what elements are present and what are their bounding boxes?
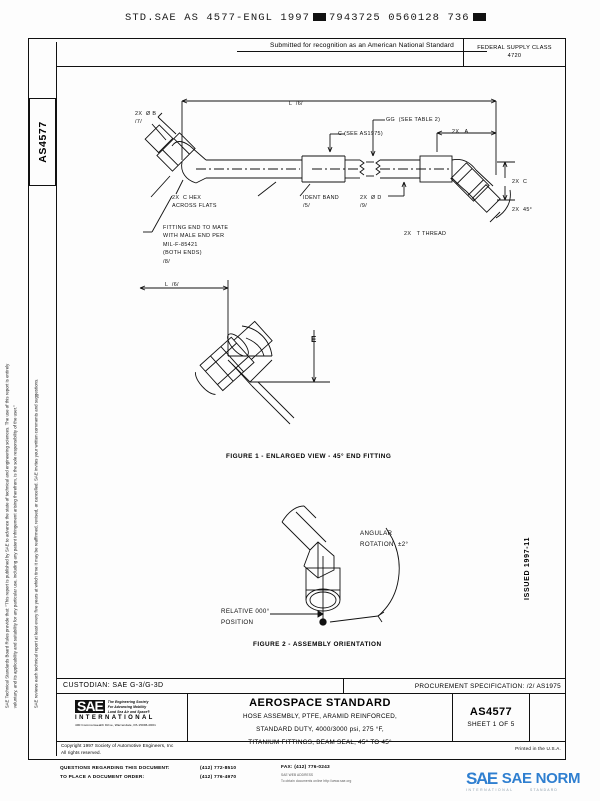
footer-questions-labels: QUESTIONS REGARDING THIS DOCUMENT: TO PL… <box>60 764 170 782</box>
sheet-number: SHEET 1 OF 5 <box>467 721 515 728</box>
top-banner: Submitted for recognition as an American… <box>57 39 565 67</box>
order-phone: (412) 776-4970 <box>200 775 237 781</box>
document-number-cell: AS4577 SHEET 1 OF 5 <box>452 694 530 741</box>
barcode-block-icon-2 <box>472 13 486 21</box>
title-block-divider <box>343 679 344 694</box>
figure2-label-angular-rotation: ANGULAR ROTATION ±2° <box>360 530 409 548</box>
label-2x-t-thread: 2X T THREAD <box>404 231 447 237</box>
questions-phone: (412) 772-8510 <box>200 766 237 771</box>
sae-norm-logo-mark: SAE <box>466 769 498 788</box>
figure2-label-relative-position: RELATIVE 000° POSITION <box>221 608 270 626</box>
federal-supply-class-box: FEDERAL SUPPLY CLASS 4720 <box>463 39 565 67</box>
sae-logo-mark: SAE <box>75 698 105 714</box>
label-c-as1975: C (SEE AS1975) <box>338 131 384 137</box>
footer-fax-block: FAX: (412) 776-0243 SAE WEB ADDRESS To o… <box>281 764 351 785</box>
drawing-frame <box>28 38 566 760</box>
label-2x-dia-B: 2X Ø B /7/ <box>135 111 157 126</box>
fsc-label: FEDERAL SUPPLY CLASS <box>477 45 552 51</box>
barcode-block-icon <box>313 13 327 21</box>
fax-number: FAX: (412) 776-0243 <box>281 765 330 770</box>
questions-label: QUESTIONS REGARDING THIS DOCUMENT: <box>60 766 170 771</box>
figure1-dim-L: L /6/ <box>165 282 179 288</box>
title-block: CUSTODIAN: SAE G-3/G-3D PROCUREMENT SPEC… <box>57 678 565 756</box>
standard-subtitle-line-2: STANDARD DUTY, 4000/3000 psi, 275 °F, <box>256 726 384 734</box>
label-ident-band: IDENT BAND /5/ <box>303 195 340 210</box>
sae-logo: SAE The Engineering Society For Advancin… <box>75 698 156 727</box>
sae-online-note: To obtain documents online http://www.sa… <box>281 778 352 783</box>
title-block-bottom-rule <box>57 741 565 742</box>
microfilm-header-title: STD.SAE AS 4577-ENGL 1997 <box>125 12 311 24</box>
sae-logo-international: INTERNATIONAL <box>75 715 155 722</box>
microfilm-header: STD.SAE AS 4577-ENGL 1997 7943725 0560128… <box>125 12 489 24</box>
footer-phone-numbers: (412) 772-8510 (412) 776-4970 <box>200 764 236 782</box>
drawing-inner-frame <box>56 42 562 756</box>
copyright-line-2: All rights reserved. <box>61 750 102 756</box>
standard-subtitle-line-3: TITANIUM FITTINGS, BEAM SEAL, 45° TO 45° <box>248 739 392 747</box>
fsc-value: 4720 <box>507 53 522 60</box>
sae-web-address-label: SAE WEB ADDRESS <box>281 772 314 777</box>
sae-norm-logo-text: SAE NORM <box>501 770 581 787</box>
sae-logo-tagline: The Engineering Society For Advancing Mo… <box>107 700 150 714</box>
figure1-caption: FIGURE 1 - ENLARGED VIEW - 45° END FITTI… <box>226 453 392 460</box>
label-2x-A: 2X A <box>452 129 469 135</box>
standard-title-cell: AEROSPACE STANDARD HOSE ASSEMBLY, PTFE, … <box>187 694 452 746</box>
figure2-caption: FIGURE 2 - ASSEMBLY ORIENTATION <box>253 641 382 648</box>
label-2x-c-hex: 2X C HEX ACROSS FLATS <box>172 195 217 210</box>
figure1-label-E: E <box>311 335 317 344</box>
sae-norm-sub-right: STANDARD <box>530 788 558 792</box>
order-label: TO PLACE A DOCUMENT ORDER: <box>60 775 145 781</box>
microfilm-header-code: 7943725 0560128 736 <box>329 12 470 24</box>
standard-subtitle-line-1: HOSE ASSEMBLY, PTFE, ARAMID REINFORCED, <box>242 713 398 720</box>
sae-logo-cell: SAE The Engineering Society For Advancin… <box>57 694 187 741</box>
label-fitting-end-note: FITTING END TO MATE WITH MALE END PER MI… <box>163 225 229 265</box>
label-2x-dia-D: 2X Ø D /9/ <box>360 195 382 210</box>
custodian-label: CUSTODIAN: SAE G-3/G-3D <box>63 682 164 689</box>
sae-norm-sub-left: INTERNATIONAL <box>466 788 514 792</box>
standard-title: AEROSPACE STANDARD <box>249 697 391 709</box>
document-side-tab: AS4577 <box>29 98 56 186</box>
sae-norm-watermark: SAE SAE NORM <box>466 769 581 788</box>
title-block-top-row: CUSTODIAN: SAE G-3/G-3D PROCUREMENT SPEC… <box>57 679 565 694</box>
copyright-notice: Copyright 1997 Society of Automotive Eng… <box>61 742 173 757</box>
copyright-line-1: Copyright 1997 Society of Automotive Eng… <box>61 743 174 748</box>
printed-in-label: Printed in the U.S.A. <box>515 746 561 751</box>
label-2x-45deg: 2X 45° <box>512 207 533 213</box>
document-number: AS4577 <box>469 706 513 718</box>
label-2x-C-right: 2X C <box>512 179 528 185</box>
procurement-spec-label: PROCUREMENT SPECIFICATION: /2/ AS1975 <box>414 682 561 690</box>
submitted-note: Submitted for recognition as an American… <box>237 42 487 52</box>
sae-logo-address: 400 Commonwealth Drive, Warrendale, PA 1… <box>75 722 156 727</box>
dim-label-L: L /6/ <box>289 101 303 107</box>
label-gg-table2: GG (SEE TABLE 2) <box>386 117 441 123</box>
